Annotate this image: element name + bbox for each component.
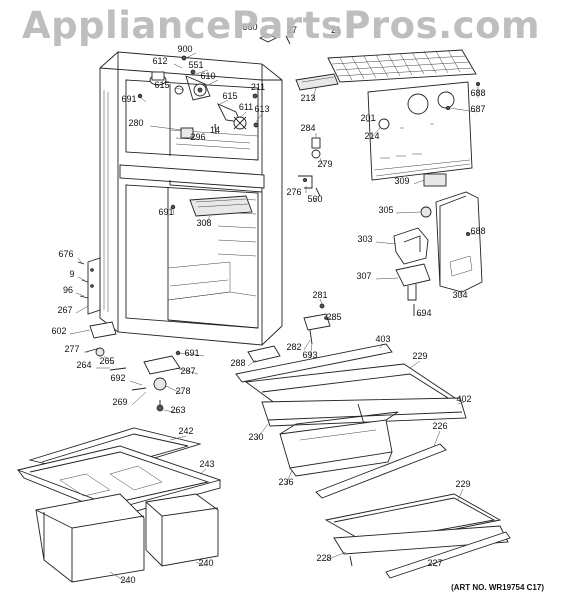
part-label-p304: 304 [452, 290, 467, 300]
crisper-cover-supports [303, 303, 331, 345]
crisper-pans-240 [16, 427, 222, 583]
part-label-p280: 280 [128, 118, 143, 128]
part-label-p615b: 615 [222, 91, 237, 101]
part-label-p226: 226 [432, 421, 447, 431]
part-label-p612: 612 [152, 56, 167, 66]
part-label-p693: 693 [302, 350, 317, 360]
part-label-p96: 96 [63, 285, 73, 295]
part-label-p611: 611 [239, 102, 253, 112]
damper-parts [298, 137, 321, 197]
part-label-p613: 613 [254, 104, 269, 114]
part-label-p402: 402 [456, 394, 471, 404]
crisper-drawer-236 [279, 411, 399, 477]
bracket-288 [247, 345, 281, 363]
part-label-p27: 27 [287, 25, 297, 35]
part-label-p287: 287 [180, 366, 195, 376]
part-label-p201: 201 [360, 113, 375, 123]
part-label-p281: 281 [312, 290, 327, 300]
part-label-p279: 279 [317, 159, 332, 169]
part-label-p214: 214 [364, 131, 379, 141]
part-label-p229b: 229 [455, 479, 470, 489]
part-label-p560b: 560 [307, 194, 322, 204]
part-label-p602: 602 [51, 326, 66, 336]
part-label-p296: 296 [190, 132, 205, 142]
part-label-p236: 236 [278, 477, 293, 487]
part-label-p308: 308 [196, 218, 211, 228]
part-label-p282: 282 [286, 342, 301, 352]
part-label-p285: 285 [326, 312, 341, 322]
part-label-p305: 305 [378, 205, 393, 215]
leader-lines [69, 52, 479, 584]
part-label-p688a: 688 [470, 88, 485, 98]
part-307 [395, 263, 431, 287]
part-label-p691c: 691 [184, 348, 199, 358]
part-label-p551: 551 [188, 60, 203, 70]
part-label-p240b: 240 [198, 558, 213, 568]
part-label-p21: 21 [331, 25, 341, 35]
part-label-p227: 227 [427, 558, 442, 568]
part-label-p243: 243 [199, 459, 214, 469]
part-label-p228: 228 [316, 553, 331, 563]
shelf-308 [189, 195, 253, 217]
part-label-p284: 284 [300, 123, 315, 133]
part-label-p267: 267 [57, 305, 72, 315]
part-label-p676: 676 [58, 249, 73, 259]
part-label-p264: 264 [76, 360, 91, 370]
part-label-p213: 213 [300, 93, 315, 103]
part-label-p692: 692 [110, 373, 125, 383]
part-label-p694: 694 [416, 308, 431, 318]
knob-305 [420, 206, 432, 218]
watermark-text: AppliancePartsPros.com [21, 4, 541, 47]
part-label-p688b: 688 [470, 226, 485, 236]
part-label-p269: 269 [112, 397, 127, 407]
part-label-p560a: 560 [242, 22, 257, 32]
part-label-p288: 288 [230, 358, 245, 368]
part-label-p307: 307 [356, 271, 371, 281]
part-label-p309: 309 [394, 176, 409, 186]
wire-shelf-21 [258, 33, 477, 83]
part-label-p240a: 240 [120, 575, 135, 585]
part-label-p303: 303 [357, 234, 372, 244]
rear-panel-201 [367, 81, 480, 181]
glass-shelf-upper [235, 343, 467, 427]
part-label-p610: 610 [200, 71, 215, 81]
part-label-p691a: 691 [121, 94, 136, 104]
part-label-p211: 211 [251, 82, 265, 92]
glass-shelf-lower [324, 493, 511, 579]
part-label-p691b: 691 [158, 207, 173, 217]
part-label-p229a: 229 [412, 351, 427, 361]
housing-304 [435, 191, 483, 293]
part-label-p242: 242 [178, 426, 193, 436]
part-label-p900: 900 [177, 44, 192, 54]
part-label-p277: 277 [64, 344, 79, 354]
art-number-note: (ART NO. WR19754 C17) [451, 583, 544, 592]
part-label-p265: 265 [99, 356, 114, 366]
part-label-p9: 9 [69, 269, 74, 279]
lower-hinge-parts [77, 257, 181, 412]
part-label-p276: 276 [286, 187, 301, 197]
part-label-p14: 14 [210, 125, 220, 135]
part-label-p263: 263 [170, 405, 185, 415]
part-303 [393, 227, 429, 265]
part-label-p278: 278 [175, 386, 190, 396]
part-label-p687: 687 [470, 104, 485, 114]
part-label-p230: 230 [248, 432, 263, 442]
part-label-p403: 403 [375, 334, 390, 344]
part-label-p615a: 615 [154, 80, 169, 90]
rail-226 [315, 443, 447, 499]
plate-309 [423, 173, 447, 187]
